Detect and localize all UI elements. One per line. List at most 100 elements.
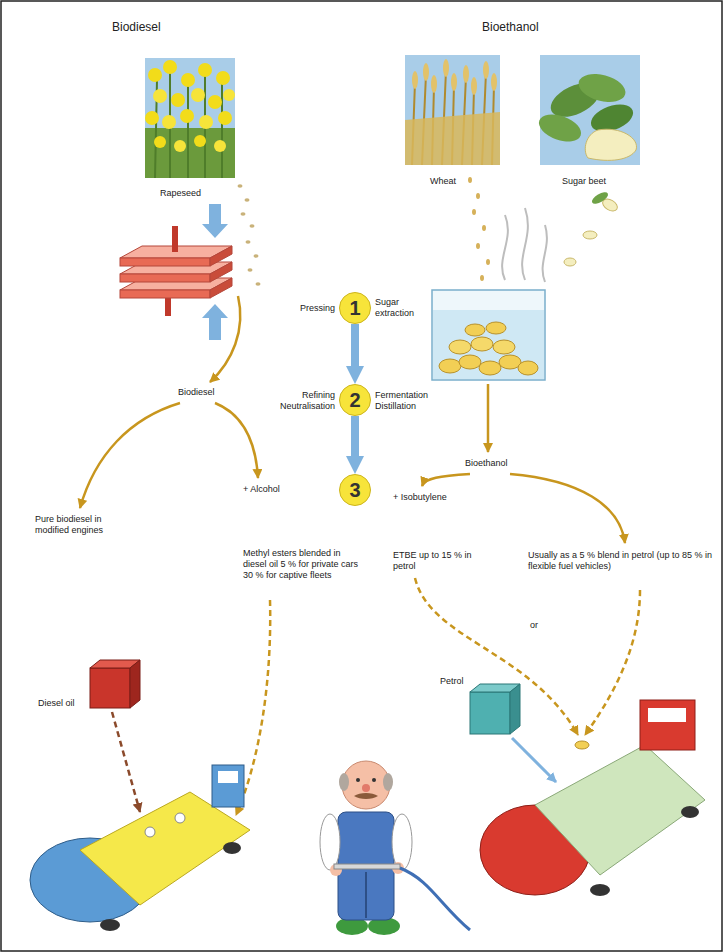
petrol-can xyxy=(470,684,520,734)
grain xyxy=(480,275,484,281)
wheel xyxy=(223,842,241,854)
flow-arrow xyxy=(510,474,625,543)
wheat-picture xyxy=(405,55,500,165)
seed xyxy=(241,212,246,216)
seed xyxy=(245,198,250,202)
arm xyxy=(320,814,340,870)
additive-label: + Isobutylene xyxy=(393,492,447,503)
wheat-ear xyxy=(491,73,497,91)
flower xyxy=(171,93,185,107)
wheat-ear xyxy=(412,71,418,89)
seed xyxy=(256,282,261,286)
process-arrow xyxy=(351,416,359,456)
step-label: Refining Neutralisation xyxy=(260,390,335,412)
flower xyxy=(163,60,177,74)
process-arrow xyxy=(351,324,359,366)
flower xyxy=(154,136,166,148)
flow-arrow xyxy=(210,296,240,382)
flower xyxy=(162,115,176,129)
flower xyxy=(148,68,162,82)
truck-cab xyxy=(640,700,695,750)
leaf xyxy=(535,109,585,147)
flower xyxy=(214,140,226,152)
press-force-arrow xyxy=(202,204,228,238)
water xyxy=(433,310,544,379)
press-force-arrow xyxy=(202,304,228,340)
filler-cap xyxy=(575,741,589,749)
wheel xyxy=(100,919,120,931)
arm xyxy=(392,814,412,870)
cab-window xyxy=(648,708,686,722)
head xyxy=(342,761,390,809)
note: or xyxy=(530,620,538,631)
wheel xyxy=(681,806,699,818)
can-side xyxy=(130,660,140,708)
tank-top xyxy=(535,745,705,875)
column-heading: Bioethanol xyxy=(482,20,539,34)
beet-slice xyxy=(479,361,501,375)
crop-name: Sugar beet xyxy=(562,176,606,187)
grain xyxy=(476,243,480,249)
wheat-ear xyxy=(431,75,437,93)
flower xyxy=(145,111,159,125)
product-label: Bioethanol xyxy=(465,458,508,469)
flower xyxy=(181,73,195,87)
flower xyxy=(223,89,235,101)
flow-arrow xyxy=(422,474,470,486)
can-body xyxy=(470,692,510,734)
grain xyxy=(476,193,480,199)
wheat-ear xyxy=(443,59,449,77)
tank-top xyxy=(80,792,250,905)
grain xyxy=(482,225,486,231)
step-circle: 3 xyxy=(339,474,371,506)
flower xyxy=(194,135,206,147)
fuel-name: Diesel oil xyxy=(38,698,75,709)
can-side xyxy=(510,684,520,734)
sky xyxy=(540,55,640,165)
eye xyxy=(356,778,360,782)
press-slab xyxy=(120,258,210,266)
wheat-ear xyxy=(423,63,429,81)
seed xyxy=(248,268,253,272)
vat-glass xyxy=(432,290,545,380)
flower xyxy=(216,71,230,85)
truck-cab xyxy=(212,765,244,807)
steam xyxy=(502,208,547,282)
product-label: Biodiesel xyxy=(178,387,215,398)
eye xyxy=(372,778,376,782)
beet-slice xyxy=(459,355,481,369)
step-circle: 2 xyxy=(339,384,371,416)
grain xyxy=(472,209,476,215)
extraction-vat xyxy=(432,208,547,380)
wheat-ear xyxy=(471,77,477,95)
crop-name: Rapeseed xyxy=(160,188,201,199)
usage-note: Usually as a 5 % blend in petrol (up to … xyxy=(528,550,716,572)
seed xyxy=(238,184,243,188)
beet-root xyxy=(585,129,636,160)
seed xyxy=(246,240,251,244)
step-number: 3 xyxy=(349,480,360,500)
falling-beets xyxy=(564,190,619,266)
diesel-tanker xyxy=(30,765,250,931)
step-label: Fermentation Distillation xyxy=(375,390,445,412)
flower xyxy=(208,95,222,109)
sky xyxy=(145,58,235,178)
blend-arrow xyxy=(585,590,640,735)
wheat-ear xyxy=(451,73,457,91)
rapeseed-picture xyxy=(145,58,235,178)
can-body xyxy=(90,668,130,708)
flower xyxy=(218,111,232,125)
press-rod xyxy=(172,226,178,252)
flow-arrow xyxy=(215,403,258,478)
press-slab xyxy=(120,274,210,282)
press-slab xyxy=(210,246,232,266)
moustache xyxy=(354,793,378,799)
flower xyxy=(191,88,205,102)
filler-cap xyxy=(145,827,155,837)
leaf xyxy=(590,190,610,206)
flower xyxy=(153,89,167,103)
fuel-nozzle xyxy=(334,864,400,869)
step-label: Sugar extraction xyxy=(375,297,427,319)
